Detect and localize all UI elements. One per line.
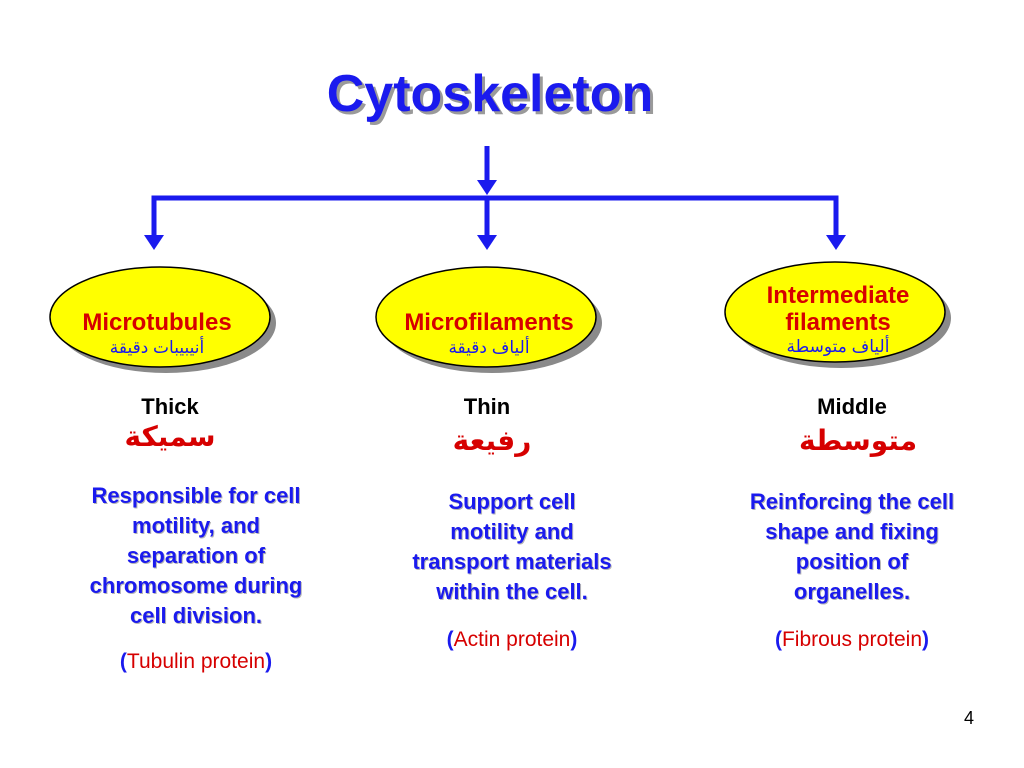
microfilaments-size-arabic: رفيعة bbox=[452, 425, 532, 456]
paren-open: ( bbox=[446, 628, 454, 651]
description-line: shape and fixing bbox=[765, 519, 939, 544]
paren-close: ) bbox=[265, 650, 273, 673]
microtubules-label: Microtubules bbox=[82, 309, 232, 336]
intermediate-filaments-label-line1: Intermediate bbox=[766, 282, 910, 309]
microfilaments-description: Support cell motility and transport mate… bbox=[372, 487, 652, 607]
description-line: Responsible for cell bbox=[91, 483, 301, 508]
microfilaments-protein: (Actin protein) bbox=[372, 628, 652, 652]
description-line: motility, and bbox=[132, 513, 260, 538]
paren-close: ) bbox=[922, 628, 930, 651]
intermediate-filaments-label-line2: filaments bbox=[785, 309, 891, 336]
description-line: motility and bbox=[450, 519, 574, 544]
arrow-head-left bbox=[144, 235, 164, 250]
description-line: organelles. bbox=[793, 579, 911, 604]
paren-close: ) bbox=[570, 628, 578, 651]
description-line: cell division. bbox=[129, 603, 263, 628]
description-line: Support cell bbox=[448, 489, 576, 514]
description-line: position of bbox=[795, 549, 909, 574]
description-line: within the cell. bbox=[436, 579, 588, 604]
protein-name: Actin protein bbox=[453, 628, 571, 651]
arrow-head-center bbox=[477, 235, 497, 250]
microtubules-arabic-label: أنيبيبات دقيقة bbox=[109, 338, 205, 357]
description-line: separation of bbox=[126, 543, 266, 568]
arrow-head-right bbox=[826, 235, 846, 250]
microfilaments-size: Thin bbox=[463, 394, 511, 419]
microtubules-description: Responsible for cell motility, and separ… bbox=[50, 481, 342, 631]
intermediate-filaments-arabic-label: ألياف متوسطة bbox=[786, 337, 890, 356]
description-line: Reinforcing the cell bbox=[749, 489, 955, 514]
connector-horizontal bbox=[151, 195, 839, 245]
intermediate-filaments-description: Reinforcing the cell shape and fixing po… bbox=[706, 487, 998, 607]
page-number: 4 bbox=[963, 708, 974, 728]
arrow-head-top bbox=[477, 180, 497, 195]
intermediate-filaments-ellipse: Intermediate filaments ألياف متوسطة bbox=[723, 260, 953, 370]
intermediate-filaments-size-arabic: متوسطة bbox=[798, 425, 918, 456]
microfilaments-label: Microfilaments bbox=[404, 309, 574, 336]
microfilaments-arabic-label: ألياف دقيقة bbox=[448, 338, 530, 357]
microtubules-size-arabic: سميكة bbox=[124, 421, 216, 452]
paren-open: ( bbox=[774, 628, 782, 651]
microtubules-size: Thick bbox=[141, 394, 199, 419]
paren-open: ( bbox=[119, 650, 127, 673]
intermediate-filaments-size: Middle bbox=[817, 394, 887, 419]
description-line: chromosome during bbox=[89, 573, 303, 598]
page-title: Cytoskeleton bbox=[326, 65, 654, 123]
description-line: transport materials bbox=[412, 549, 612, 574]
microtubules-ellipse: Microtubules أنيبيبات دقيقة bbox=[48, 265, 278, 375]
protein-name: Tubulin protein bbox=[126, 650, 266, 673]
protein-name: Fibrous protein bbox=[781, 628, 923, 651]
microfilaments-ellipse: Microfilaments ألياف دقيقة bbox=[374, 265, 604, 375]
microtubules-protein: (Tubulin protein) bbox=[50, 650, 342, 674]
intermediate-filaments-protein: (Fibrous protein) bbox=[706, 628, 998, 652]
